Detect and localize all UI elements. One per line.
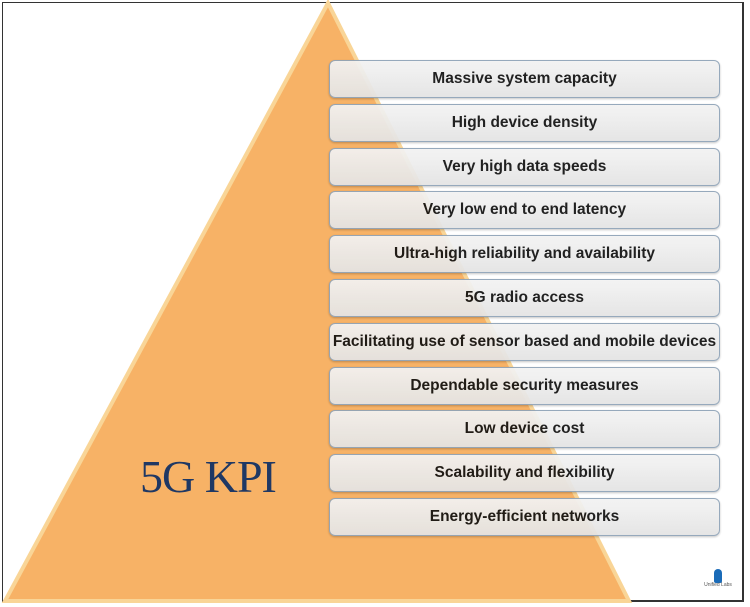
- kpi-item: Very low end to end latency: [329, 191, 720, 230]
- company-logo: Unified Labs: [703, 569, 733, 597]
- kpi-item: High device density: [329, 103, 720, 142]
- kpi-item: 5G radio access: [329, 279, 720, 317]
- kpi-item: Dependable security measures: [329, 366, 720, 405]
- kpi-item: Very high data speeds: [329, 147, 720, 186]
- kpi-item: Low device cost: [329, 410, 720, 449]
- kpi-item: Ultra-high reliability and availability: [329, 235, 720, 274]
- diagram-title: 5G KPI: [140, 451, 277, 502]
- logo-text: Unified Labs: [704, 582, 732, 588]
- kpi-item: Energy-efficient networks: [329, 498, 720, 536]
- kpi-item: Scalability and flexibility: [329, 454, 720, 493]
- kpi-item: Facilitating use of sensor based and mob…: [329, 322, 720, 361]
- logo-icon: [714, 569, 722, 583]
- kpi-item: Massive system capacity: [329, 60, 720, 98]
